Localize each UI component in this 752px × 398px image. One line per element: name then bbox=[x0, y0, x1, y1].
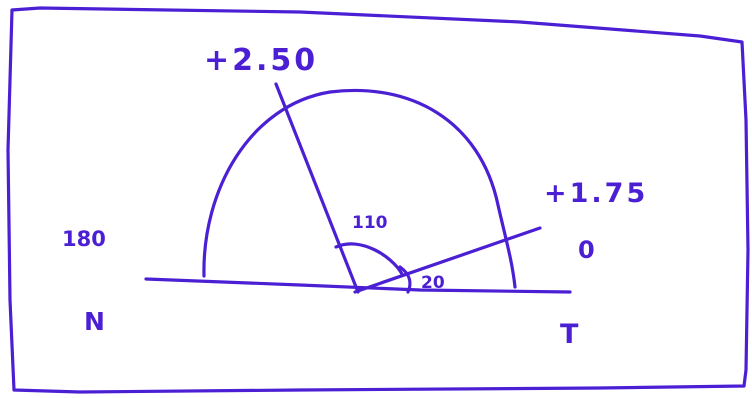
angle-label-110: 110 bbox=[352, 213, 388, 233]
upper-ray-power-label: +2.50 bbox=[204, 43, 318, 78]
angle-arc-110 bbox=[334, 242, 404, 276]
left-axis-value-label: 180 bbox=[62, 227, 106, 251]
lower-ray-power-label: +1.75 bbox=[544, 178, 648, 209]
angle-arc-20 bbox=[398, 265, 412, 294]
right-axis-value-label: 0 bbox=[578, 236, 595, 264]
protractor-arc bbox=[202, 88, 517, 289]
baseline bbox=[144, 277, 572, 294]
sketch-border bbox=[6, 6, 750, 394]
angle-label-20: 20 bbox=[421, 273, 445, 293]
upper-ray bbox=[274, 82, 360, 294]
right-eye-letter: T bbox=[560, 319, 579, 350]
left-eye-letter: N bbox=[84, 307, 105, 336]
lower-ray bbox=[353, 226, 542, 294]
